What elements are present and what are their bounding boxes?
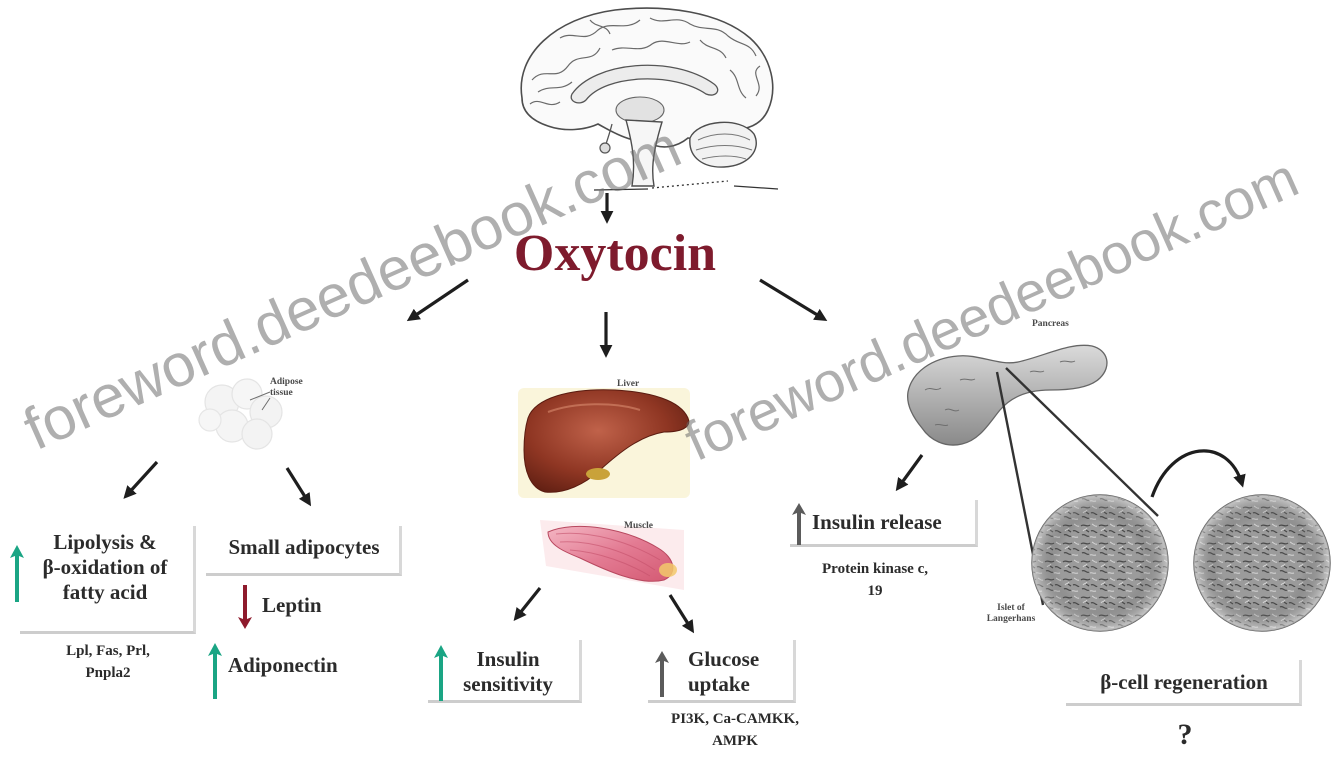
liver-illustration: [518, 388, 690, 498]
liver-label: Liver: [617, 379, 639, 390]
muscle-tendon: [659, 563, 677, 577]
glucose-uptake-line: uptake: [688, 672, 759, 697]
adipocyte: [199, 409, 221, 431]
lipolysis-line: β-oxidation of: [30, 555, 180, 580]
arrow-oxytocin-to-pancreas: [760, 280, 824, 319]
muscle-illustration: [540, 520, 684, 590]
insulin-sensitivity-line: Insulin: [452, 647, 564, 672]
up-arrow-icon: [10, 545, 24, 602]
lipolysis-line: Lipolysis &: [30, 530, 180, 555]
insulin-pathway: Protein kinase c, 19: [790, 558, 960, 602]
adipose-label: Adipose tissue: [270, 377, 314, 399]
glucose-uptake-line: Glucose: [688, 647, 759, 672]
glucose-uptake-text: Glucose uptake: [688, 647, 759, 697]
cerebellum: [690, 122, 756, 167]
muscle-label: Muscle: [624, 521, 653, 532]
arrow-pancreas-to-insulin-release: [898, 455, 922, 488]
pancreas-label: Pancreas: [1032, 319, 1069, 330]
adipocyte: [242, 419, 272, 449]
arrow-adipose-to-small-adipocytes: [287, 468, 309, 503]
unknown-mark: ?: [1168, 718, 1202, 752]
zoom-line-upper: [1006, 368, 1158, 516]
up-arrow-icon: [434, 645, 448, 701]
small-adipocytes-text: Small adipocytes: [206, 535, 402, 560]
pituitary: [600, 143, 610, 153]
leptin-text: Leptin: [262, 593, 322, 618]
brain-dotted-connector: [652, 181, 728, 188]
lipolysis-line: fatty acid: [30, 580, 180, 605]
insulin-sensitivity-line: sensitivity: [452, 672, 564, 697]
brain-pointer-left: [594, 189, 648, 190]
gene-line: Lpl, Fas, Prl,: [20, 640, 196, 662]
arrow-adipose-to-lipolysis: [126, 462, 157, 496]
insulin-sensitivity-text: Insulin sensitivity: [452, 647, 564, 697]
glucose-pathway: PI3K, Ca-CAMKK, AMPK: [660, 708, 810, 752]
arrow-muscle-to-insulin-sensitivity: [516, 588, 540, 618]
islet-shade: [1032, 495, 1168, 631]
gene-line: Pnpla2: [20, 662, 196, 684]
beta-cell-text: β-cell regeneration: [1066, 670, 1302, 695]
brain-pointer-right: [734, 186, 778, 189]
brain-illustration: [521, 8, 778, 190]
up-arrow-icon: [792, 503, 806, 545]
insulin-release-text: Insulin release: [812, 510, 942, 535]
up-arrow-icon: [655, 651, 669, 697]
islet-shade: [1194, 495, 1330, 631]
pathway-line: AMPK: [660, 730, 810, 752]
islet-after: [1194, 495, 1330, 631]
pathway-line: 19: [790, 580, 960, 602]
up-arrow-icon: [208, 643, 222, 699]
down-arrow-icon: [238, 585, 252, 629]
thalamus: [616, 97, 664, 123]
pathway-line: Protein kinase c,: [790, 558, 960, 580]
arrow-muscle-to-glucose-uptake: [670, 595, 692, 630]
brainstem: [626, 120, 662, 186]
gallbladder: [586, 468, 610, 480]
arrow-islet-regeneration: [1152, 451, 1242, 497]
hormone-title: Oxytocin: [505, 226, 725, 282]
pathway-line: PI3K, Ca-CAMKK,: [660, 708, 810, 730]
lipolysis-genes: Lpl, Fas, Prl, Pnpla2: [20, 640, 196, 684]
lipolysis-text: Lipolysis & β-oxidation of fatty acid: [30, 530, 180, 605]
adiponectin-text: Adiponectin: [228, 653, 338, 678]
islet-label: Islet of Langerhans: [980, 603, 1042, 625]
arrow-oxytocin-to-adipose: [410, 280, 468, 319]
islet-before: [1032, 495, 1168, 631]
